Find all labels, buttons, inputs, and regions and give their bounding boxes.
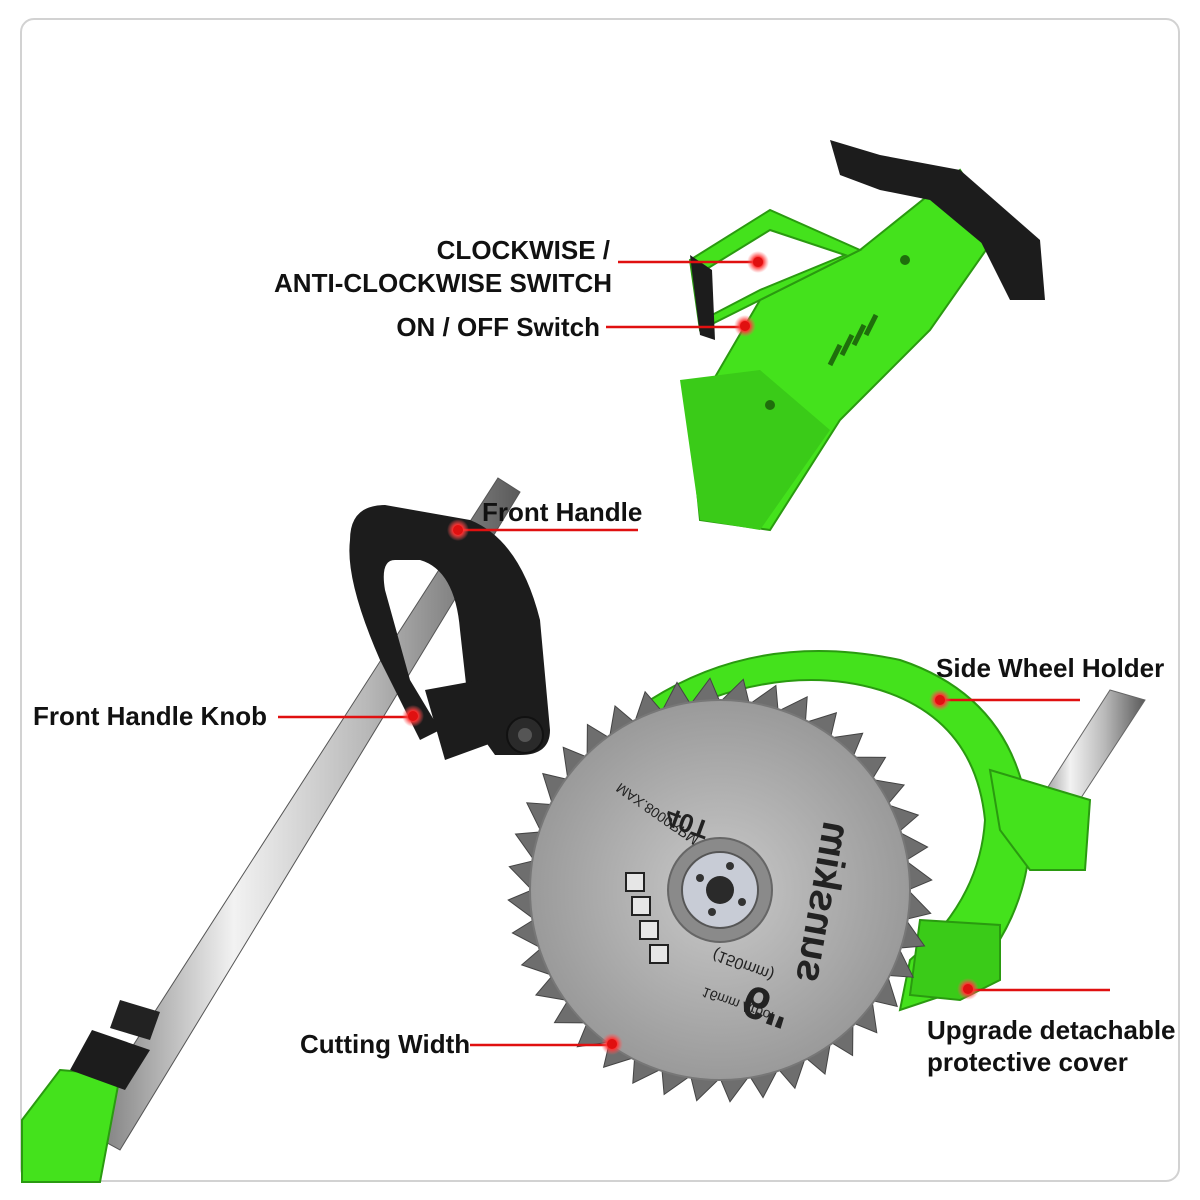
label-rotation-switch-line1: CLOCKWISE / xyxy=(436,235,610,265)
label-power-switch: ON / OFF Switch xyxy=(396,312,600,342)
label-front-handle-knob: Front Handle Knob xyxy=(33,701,267,731)
label-rotation-switch-line2: ANTI-CLOCKWISE SWITCH xyxy=(274,268,612,298)
label-protective-cover-line2: protective cover xyxy=(927,1047,1128,1077)
callout-dot-front-handle xyxy=(447,519,469,541)
lower-shaft-housing xyxy=(21,1000,160,1183)
label-front-handle: Front Handle xyxy=(482,497,643,527)
blade-guard xyxy=(648,650,1092,1012)
saw-blade: sunskim 40T MAX.8000RPM 6" (150mm) 16mm … xyxy=(507,677,933,1103)
front-handle xyxy=(349,505,550,755)
callout-dot-protective-cover xyxy=(957,978,979,1000)
label-cutting-width: Cutting Width xyxy=(300,1029,471,1059)
front-handle-clamp xyxy=(425,680,500,760)
callout-dot-cutting-width xyxy=(601,1033,623,1055)
callout-dot-power-switch xyxy=(734,315,756,337)
label-protective-cover-line1: Upgrade detachable xyxy=(927,1015,1176,1045)
callout-dots xyxy=(402,251,979,1055)
motor-body xyxy=(680,140,1045,532)
callout-dot-side-wheel xyxy=(929,689,951,711)
callout-dot-rotation-switch xyxy=(747,251,769,273)
label-side-wheel-holder: Side Wheel Holder xyxy=(936,653,1165,683)
callout-dot-handle-knob xyxy=(402,705,424,727)
callout-lines xyxy=(278,260,1110,1047)
main-pole xyxy=(79,477,521,1151)
